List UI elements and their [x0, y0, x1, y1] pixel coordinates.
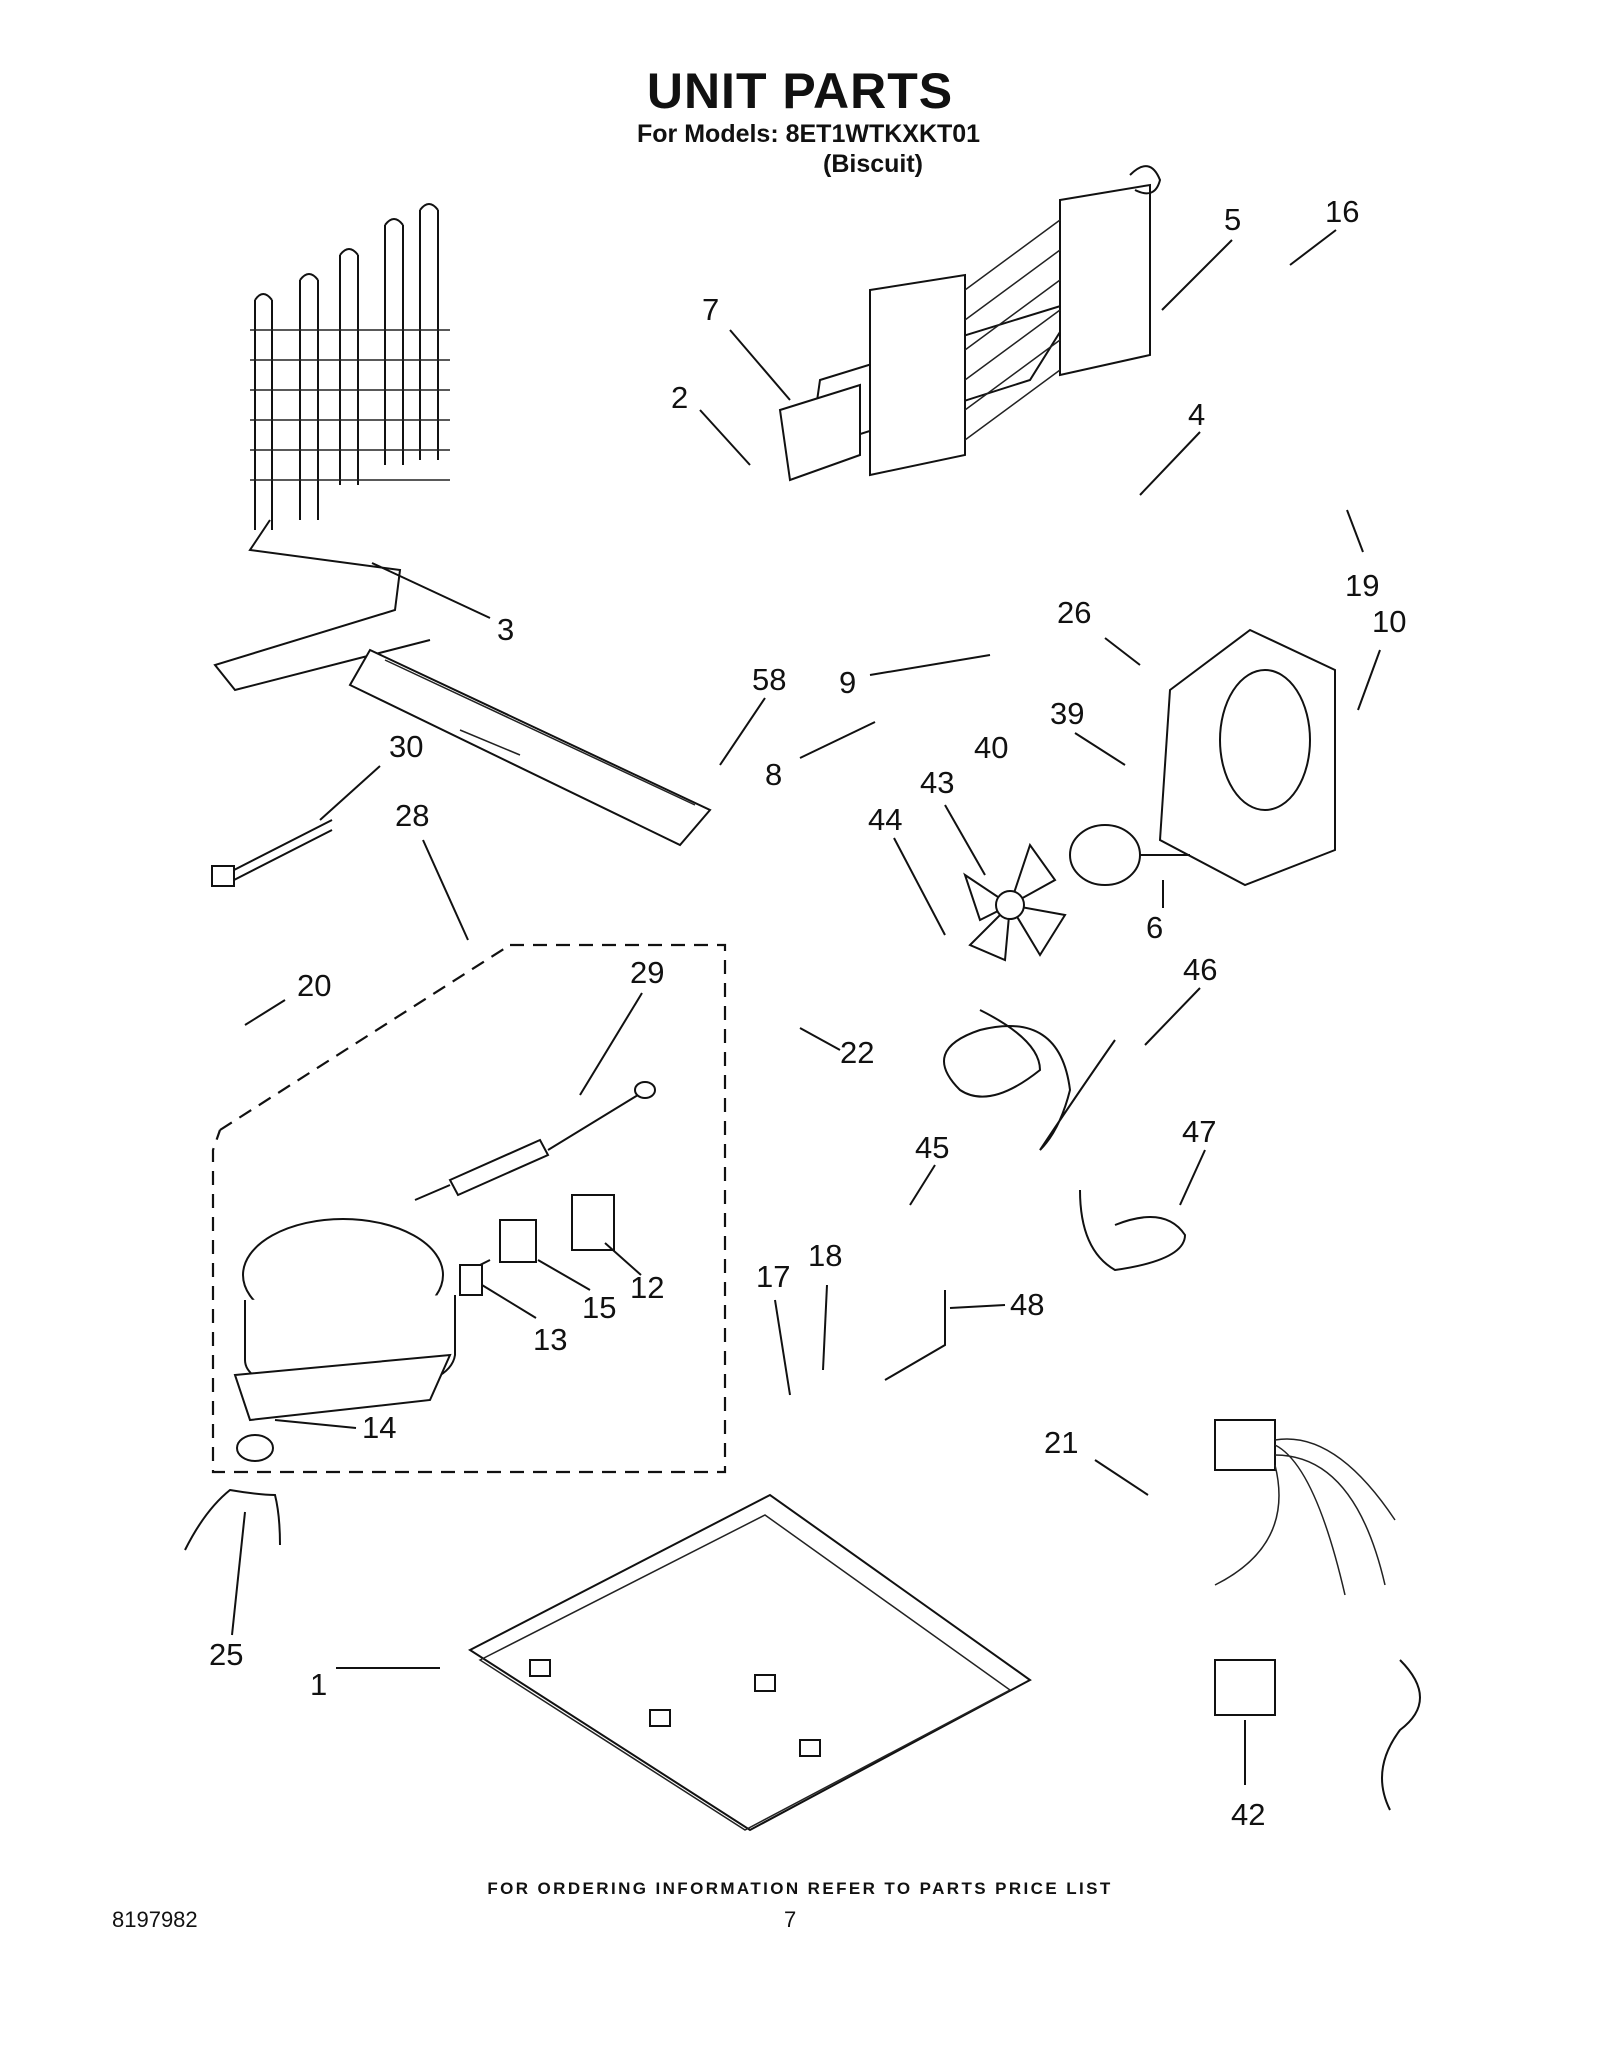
part-tube-47 — [1079, 1189, 1187, 1272]
ordering-note: FOR ORDERING INFORMATION REFER TO PARTS … — [487, 1879, 1113, 1898]
callout-14: 14 — [362, 1410, 396, 1445]
part-base-plate — [468, 1493, 1032, 1832]
callout-42: 42 — [1231, 1797, 1265, 1832]
callout-40: 40 — [974, 730, 1008, 765]
part-compressor — [233, 1218, 491, 1462]
callout-19: 19 — [1345, 568, 1379, 603]
callout-25: 25 — [209, 1637, 243, 1672]
callout-10: 10 — [1372, 604, 1406, 639]
callout-47: 47 — [1182, 1114, 1216, 1149]
part-wire-harness — [1214, 1419, 1421, 1811]
part-start-devices — [459, 1194, 615, 1296]
callout-5: 5 — [1224, 202, 1241, 237]
part-fan-blade — [963, 842, 1067, 962]
document-number: 8197982 — [112, 1907, 198, 1932]
callout-15: 15 — [582, 1290, 616, 1325]
callout-17: 17 — [756, 1259, 790, 1294]
callout-22: 22 — [840, 1035, 874, 1070]
callout-9: 9 — [839, 665, 856, 700]
callout-8: 8 — [765, 757, 782, 792]
part-drier — [414, 1081, 656, 1201]
callout-21: 21 — [1044, 1425, 1078, 1460]
callout-43: 43 — [920, 765, 954, 800]
callout-28: 28 — [395, 798, 429, 833]
part-drain-pan — [348, 648, 712, 847]
callout-13: 13 — [533, 1322, 567, 1357]
callout-18: 18 — [808, 1238, 842, 1273]
callout-39: 39 — [1050, 696, 1084, 731]
part-clip — [184, 1488, 281, 1551]
callout-12: 12 — [630, 1270, 664, 1305]
callout-1: 1 — [310, 1667, 327, 1702]
callout-2: 2 — [671, 380, 688, 415]
callout-30: 30 — [389, 729, 423, 764]
callout-58: 58 — [752, 662, 786, 697]
callout-16: 16 — [1325, 194, 1359, 229]
part-fan-shroud — [1158, 628, 1336, 887]
callout-26: 26 — [1057, 595, 1091, 630]
callout-44: 44 — [868, 802, 902, 837]
part-tube-48 — [884, 1290, 946, 1381]
page-number: 7 — [784, 1907, 797, 1932]
leader-lines — [231, 229, 1381, 1785]
part-fan-motor — [1069, 824, 1190, 886]
compressor-kit-outline — [211, 943, 727, 1474]
models-line: For Models: 8ET1WTKXKT01 — [637, 120, 981, 148]
part-condenser — [213, 203, 450, 692]
page-title: UNIT PARTS — [646, 63, 954, 119]
part-evaporator — [778, 165, 1162, 482]
part-tube-46 — [943, 1009, 1116, 1151]
callout-46: 46 — [1183, 952, 1217, 987]
callout-4: 4 — [1188, 397, 1205, 432]
callout-6: 6 — [1146, 910, 1163, 945]
part-cable-tie — [211, 819, 333, 887]
callout-20: 20 — [297, 968, 331, 1003]
callout-7: 7 — [702, 292, 719, 327]
callout-45: 45 — [915, 1130, 949, 1165]
callout-29: 29 — [630, 955, 664, 990]
color-variant: (Biscuit) — [823, 150, 923, 178]
callout-48: 48 — [1010, 1287, 1044, 1322]
callout-3: 3 — [497, 612, 514, 647]
